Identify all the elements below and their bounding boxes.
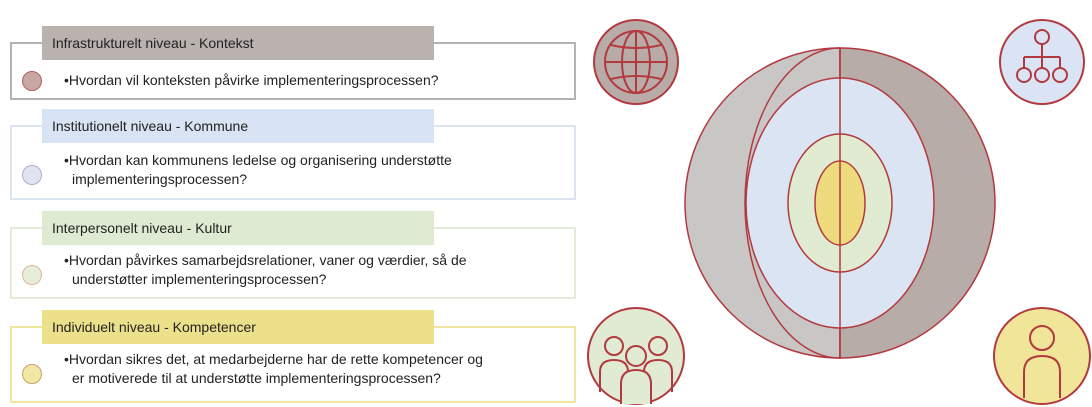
question-line: •Hvordan sikres det, at medarbejderne ha… (64, 351, 483, 367)
level-box-institutional: Institutionelt niveau - Kommune •Hvordan… (10, 109, 576, 200)
globe-icon (22, 71, 42, 91)
question-line: understøtter implementeringsprocessen? (72, 271, 327, 287)
level-header-institutional: Institutionelt niveau - Kommune (42, 109, 434, 143)
org-chart-icon (999, 19, 1085, 105)
level-header-individual: Individuelt niveau - Kompetencer (42, 310, 434, 344)
group-icon (22, 265, 42, 285)
level-box-individual: Individuelt niveau - Kompetencer •Hvorda… (10, 310, 576, 403)
level-header-infrastructural: Infrastrukturelt niveau - Kontekst (42, 26, 434, 60)
question-line: er motiverede til at understøtte impleme… (72, 370, 441, 386)
level-box-interpersonal: Interpersonelt niveau - Kultur •Hvordan … (10, 211, 576, 299)
person-icon (22, 364, 42, 384)
level-question-infrastructural: •Hvordan vil konteksten påvirke implemen… (64, 71, 439, 90)
question-line: •Hvordan kan kommunens ledelse og organi… (64, 152, 452, 168)
person-icon (993, 307, 1091, 405)
level-question-individual: •Hvordan sikres det, at medarbejderne ha… (64, 350, 483, 388)
question-line: •Hvordan påvirkes samarbejdsrelationer, … (64, 252, 467, 268)
concentric-levels-diagram (684, 47, 996, 359)
group-icon (587, 307, 685, 405)
org-chart-icon (22, 165, 42, 185)
level-question-interpersonal: •Hvordan påvirkes samarbejdsrelationer, … (64, 251, 467, 289)
question-line: implementeringsprocessen? (72, 171, 248, 187)
level-question-institutional: •Hvordan kan kommunens ledelse og organi… (64, 151, 452, 189)
level-header-interpersonal: Interpersonelt niveau - Kultur (42, 211, 434, 245)
level-box-infrastructural: Infrastrukturelt niveau - Kontekst •Hvor… (10, 26, 576, 100)
globe-icon (593, 19, 679, 105)
question-line: •Hvordan vil konteksten påvirke implemen… (64, 72, 439, 88)
